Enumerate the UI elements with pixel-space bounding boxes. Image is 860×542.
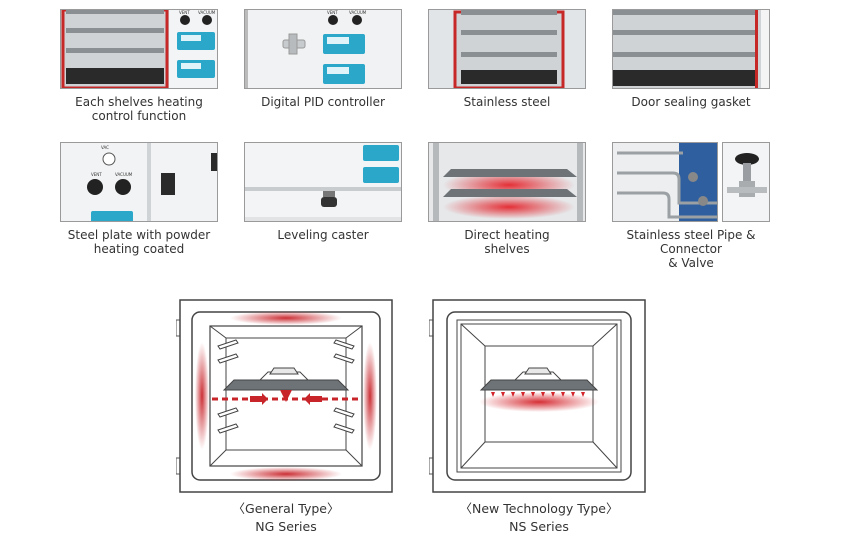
shelves-heating-photo: VENT VACUUM: [60, 9, 218, 89]
vacuum-label: VACUUM: [198, 10, 216, 15]
stainless-steel-photo: [428, 9, 586, 89]
pid-controller-photo: VENT VACUUM: [244, 9, 402, 89]
steel-plate-photo: VAC VENT VACUUM: [60, 142, 218, 222]
svg-text:VACUUM: VACUUM: [349, 10, 367, 15]
feature-caption: Digital PID controller: [261, 95, 385, 109]
pipe-connector-photo: [612, 142, 718, 222]
general-type-diagram: [176, 298, 396, 494]
svg-text:VAC: VAC: [101, 145, 109, 150]
svg-text:VENT: VENT: [327, 10, 338, 15]
feature-caption: Stainless steel Pipe & Connector& Valve: [626, 228, 756, 270]
general-type-caption: 〈General Type〉 NG Series: [232, 501, 340, 534]
leveling-caster-photo: [244, 142, 402, 222]
feature-caption: Door sealing gasket: [631, 95, 751, 109]
valve-photo: [722, 142, 770, 222]
direct-heating-photo: [428, 142, 586, 222]
feature-caption: Leveling caster: [277, 228, 369, 242]
new-technology-type-caption: 〈New Technology Type〉 NS Series: [459, 501, 619, 534]
vent-label: VENT: [179, 10, 190, 15]
svg-text:VACUUM: VACUUM: [115, 172, 133, 177]
svg-text:VENT: VENT: [91, 172, 102, 177]
new-technology-type-diagram: [429, 298, 649, 494]
door-gasket-photo: [612, 9, 770, 89]
feature-caption: Stainless steel: [463, 95, 551, 109]
